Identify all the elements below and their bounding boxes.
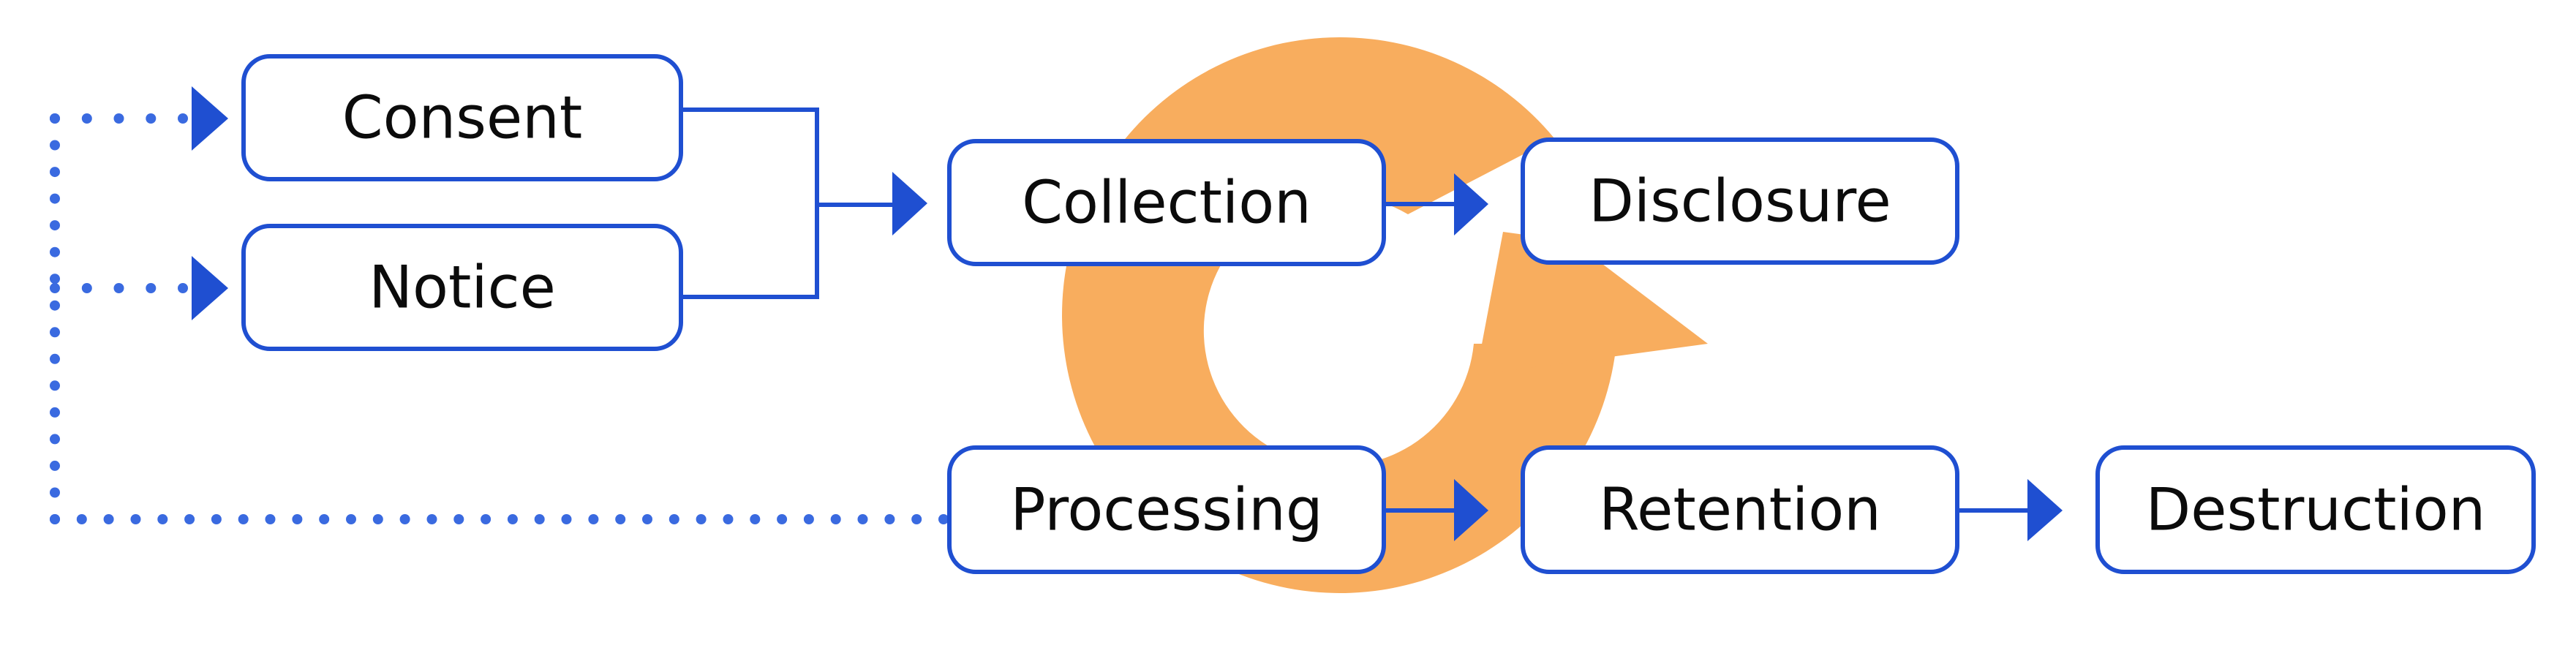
dot <box>561 514 572 524</box>
dot <box>103 514 114 524</box>
dot <box>669 514 679 524</box>
dot <box>750 514 761 524</box>
dot <box>81 283 92 293</box>
dot <box>696 514 707 524</box>
dot <box>911 514 922 524</box>
dot <box>50 246 60 257</box>
arrowhead-to-notice <box>192 256 228 320</box>
node-label-disclosure: Disclosure <box>1589 167 1891 235</box>
dot <box>50 274 60 284</box>
node-label-collection: Collection <box>1022 169 1311 237</box>
dot <box>184 514 195 524</box>
dot <box>857 514 868 524</box>
dot <box>50 353 60 364</box>
dot <box>130 514 141 524</box>
dot <box>50 434 60 445</box>
dot <box>372 514 383 524</box>
dot <box>265 514 276 524</box>
arrow-processing-to-retention <box>1384 479 1488 541</box>
dot <box>399 514 410 524</box>
dot <box>50 220 60 231</box>
node-label-consent: Consent <box>342 84 582 152</box>
dot <box>50 514 60 524</box>
dot <box>803 514 814 524</box>
node-label-processing: Processing <box>1010 476 1322 544</box>
dot <box>50 300 60 311</box>
dot <box>830 514 841 524</box>
node-label-retention: Retention <box>1599 476 1881 544</box>
arrow-collection-to-disclosure <box>1384 173 1488 235</box>
dot <box>81 113 92 124</box>
node-disclosure: Disclosure <box>1521 137 1959 265</box>
dot <box>938 514 949 524</box>
dot <box>50 167 60 178</box>
node-notice: Notice <box>241 224 683 351</box>
node-destruction: Destruction <box>2095 445 2536 574</box>
node-label-destruction: Destruction <box>2146 476 2486 544</box>
dot <box>211 514 222 524</box>
dot <box>642 514 652 524</box>
dotted-line-bottom <box>50 514 949 524</box>
node-label-notice: Notice <box>369 254 556 322</box>
dot <box>50 460 60 471</box>
dot <box>346 514 356 524</box>
merge-connector <box>682 108 927 299</box>
dot <box>157 514 168 524</box>
node-retention: Retention <box>1521 445 1959 574</box>
dot <box>507 514 518 524</box>
dot <box>453 514 464 524</box>
dot <box>146 113 157 124</box>
dot <box>723 514 734 524</box>
dot <box>777 514 788 524</box>
dot <box>426 514 437 524</box>
arrowhead-to-collection <box>892 172 927 235</box>
dot <box>292 514 303 524</box>
dot <box>50 140 60 151</box>
dot <box>50 380 60 391</box>
node-processing: Processing <box>947 445 1386 574</box>
dot <box>884 514 895 524</box>
dot <box>534 514 545 524</box>
arrowhead-to-consent <box>192 86 228 151</box>
dot <box>113 113 124 124</box>
dot <box>178 113 188 124</box>
dotted-line-to-consent <box>50 113 188 124</box>
arrow-retention-to-destruction <box>1957 479 2063 541</box>
dot <box>76 514 87 524</box>
node-collection: Collection <box>947 139 1386 266</box>
dot <box>178 283 188 293</box>
dot <box>50 407 60 418</box>
dot <box>319 514 330 524</box>
dotted-line-to-notice <box>50 283 188 293</box>
dot <box>588 514 599 524</box>
dotted-line-vertical <box>50 113 60 524</box>
dot <box>481 514 492 524</box>
dot <box>146 283 157 293</box>
dotted-feedback-line <box>50 86 949 524</box>
dot <box>50 193 60 204</box>
node-consent: Consent <box>241 54 683 181</box>
dot <box>50 113 60 124</box>
dot <box>238 514 249 524</box>
dot <box>50 327 60 338</box>
dot <box>113 283 124 293</box>
dot <box>615 514 626 524</box>
dot <box>50 283 60 293</box>
dot <box>50 487 60 498</box>
